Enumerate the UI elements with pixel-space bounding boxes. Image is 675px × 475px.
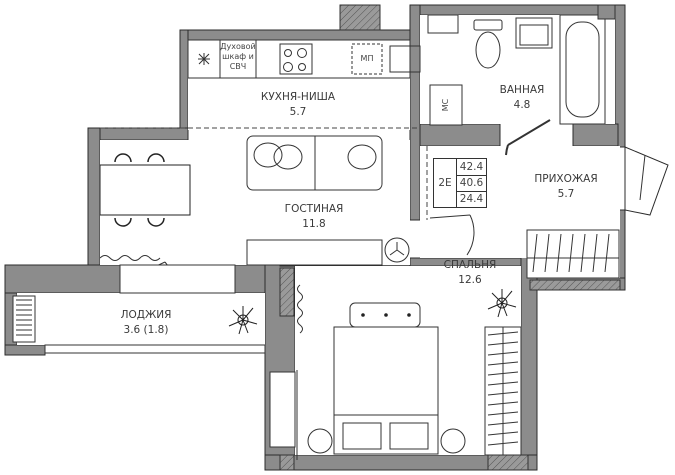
loggia-top-wall <box>4 264 121 294</box>
oven-label-line: шкаф и <box>222 52 254 61</box>
washer-box <box>429 84 463 126</box>
entrance-door <box>639 154 646 201</box>
kitchen-left-wall <box>179 29 189 141</box>
hall-bay-window <box>624 146 669 216</box>
cooktop <box>279 43 313 75</box>
hallway-name: ПРИХОЖАЯ <box>534 173 598 185</box>
living-name: ГОСТИНАЯ <box>284 203 344 215</box>
wardrobe <box>484 326 522 456</box>
boiler-icon <box>384 237 410 263</box>
bed <box>307 302 466 455</box>
loggia-area: 3.6 (1.8) <box>123 324 169 336</box>
loggia-label: ЛОДЖИЯ 3.6 (1.8) <box>121 308 172 338</box>
apartment-summary-table: 2Е 42.4 40.6 24.4 <box>433 158 487 208</box>
hallway-label: ПРИХОЖАЯ 5.7 <box>534 172 597 202</box>
loggia-radiator <box>12 295 36 343</box>
washer-label: МС <box>441 98 450 112</box>
kitchen-name: КУХНЯ-НИША <box>260 91 336 103</box>
bathroom-area: 4.8 <box>513 99 531 111</box>
bedroom-name: СПАЛЬНЯ <box>443 259 497 271</box>
plant-icon <box>487 289 517 318</box>
apartment-code: 2Е <box>434 159 457 207</box>
loggia-window <box>44 344 266 354</box>
headboard-stars <box>361 313 411 317</box>
loggia-bottom-wall <box>4 344 46 356</box>
bathroom-bottom-wall-left <box>419 123 501 147</box>
microwave-outline <box>351 43 383 75</box>
meter-box <box>427 14 459 34</box>
kitchen-area: 5.7 <box>289 106 307 118</box>
kitchen-sink <box>389 45 421 73</box>
plant-icon <box>228 306 258 335</box>
hall-wardrobe <box>526 229 620 279</box>
radiator <box>99 255 161 261</box>
kitchen-label: КУХНЯ-НИША 5.7 <box>261 90 335 120</box>
kitchen-counter <box>187 39 421 79</box>
toilet <box>475 31 501 69</box>
bedroom-label: СПАЛЬНЯ 12.6 <box>444 258 497 288</box>
loggia-name: ЛОДЖИЯ <box>120 309 172 321</box>
bedroom-radiator <box>297 284 303 334</box>
bathroom-left-wall <box>409 4 421 221</box>
microwave-label: МП <box>360 54 374 63</box>
living-left-wall <box>87 127 101 269</box>
kitchen-top-wall <box>179 29 421 41</box>
dining-set <box>99 153 191 227</box>
oven-label: Духовой шкаф и СВЧ <box>220 42 255 72</box>
living-label: ГОСТИНАЯ 11.8 <box>285 202 344 232</box>
bedroom-door <box>429 214 475 256</box>
bedroom-area: 12.6 <box>458 274 482 286</box>
total-area: 42.4 <box>457 159 486 176</box>
oven-label-line: Духовой <box>220 42 256 51</box>
bathroom-bottom-wall-right <box>572 123 619 147</box>
bathroom-fixtures <box>427 4 616 126</box>
bathroom-top-wall <box>409 4 626 16</box>
hallway-area: 5.7 <box>557 188 575 200</box>
living-top-wall <box>87 127 189 141</box>
columns <box>279 4 621 471</box>
tv-stand <box>246 239 383 266</box>
oven-label-line: СВЧ <box>229 62 247 71</box>
bathroom-name: ВАННАЯ <box>499 84 545 96</box>
bedroom-window <box>269 371 296 448</box>
fan-icon <box>198 53 210 65</box>
area-without-loggia: 40.6 <box>457 175 486 192</box>
bathroom-door <box>505 119 551 156</box>
sofa <box>246 135 383 191</box>
living-area: 11.8 <box>302 218 326 230</box>
bathroom-label: ВАННАЯ 4.8 <box>500 83 545 113</box>
living-area: 24.4 <box>459 193 484 205</box>
toilet-tank <box>473 19 503 31</box>
